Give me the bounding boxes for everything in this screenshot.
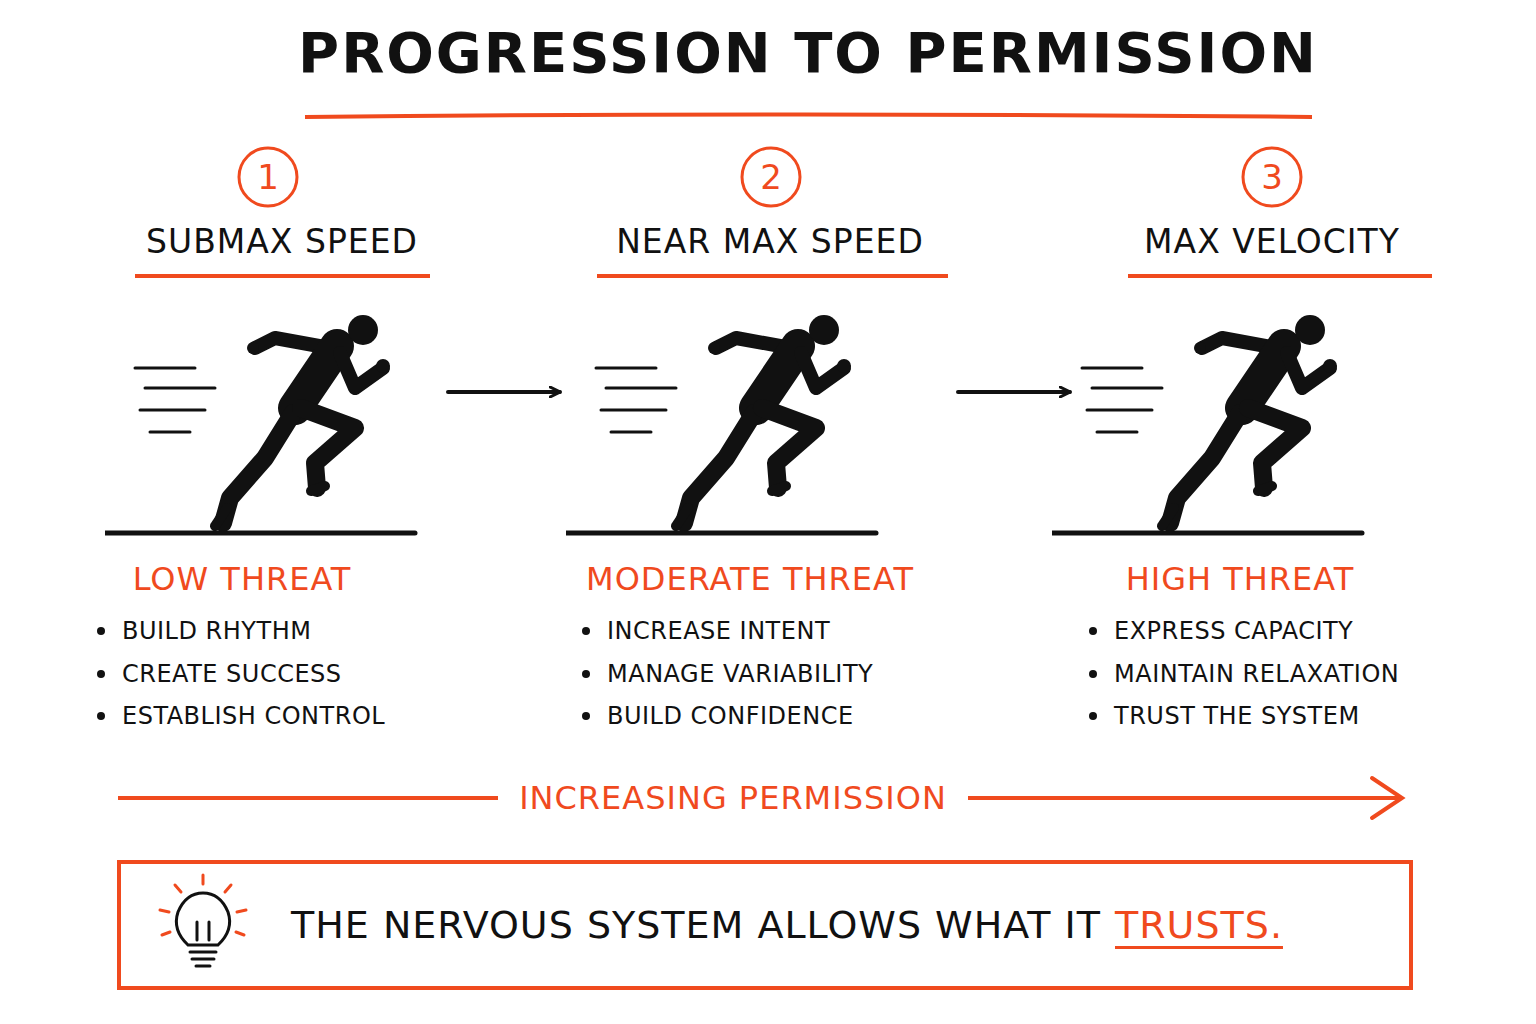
bullet-item: CREATE SUCCESS [122,660,342,688]
bullet-dot [582,627,590,635]
stage-heading: NEAR MAX SPEED [616,222,924,261]
message-box: THE NERVOUS SYSTEM ALLOWS WHAT IT TRUSTS. [117,860,1413,990]
bullet-item: ESTABLISH CONTROL [122,702,385,730]
message-text: THE NERVOUS SYSTEM ALLOWS WHAT IT [291,903,1101,947]
bullet-dot [97,712,105,720]
diagram-title: PROGRESSION TO PERMISSION [298,20,1318,85]
bullet-item: BUILD RHYTHM [122,617,311,645]
stage-column: MAX VELOCITY HIGH THREAT EXPRESS CAPACITY M… [1080,200,1440,740]
threat-level: MODERATE THREAT [586,560,914,598]
bullet-dot [582,670,590,678]
bullet-dot [582,712,590,720]
bullet-item: EXPRESS CAPACITY [1114,617,1353,645]
flow-arrow [958,390,1070,394]
threat-level: HIGH THREAT [1126,560,1355,598]
bullet-dot [97,627,105,635]
emphasis-word: TRUSTS. [1115,903,1283,947]
flow-arrow [448,390,560,394]
bullet-item: BUILD CONFIDENCE [607,702,854,730]
bullet-item: MANAGE VARIABILITY [607,660,873,688]
bullet-item: INCREASE INTENT [607,617,830,645]
bullet-dot [1089,627,1097,635]
step-number: 1 [257,157,279,197]
threat-level: LOW THREAT [133,560,352,598]
bullet-dot [1089,712,1097,720]
step-number: 3 [1261,157,1283,197]
bullet-item: MAINTAIN RELAXATION [1114,660,1399,688]
bullet-dot [97,670,105,678]
stage-column: SUBMAX SPEED LOW THREAT BUILD RHYTHM CREATE… [90,200,440,740]
stage-heading: MAX VELOCITY [1144,222,1400,261]
step-number: 2 [760,157,782,197]
axis-label: INCREASING PERMISSION [513,779,953,817]
bullet-item: TRUST THE SYSTEM [1114,702,1360,730]
bullet-dot [1089,670,1097,678]
stage-column: NEAR MAX SPEED MODERATE THREAT INCREASE IN… [570,200,950,740]
stage-heading: SUBMAX SPEED [146,222,418,261]
